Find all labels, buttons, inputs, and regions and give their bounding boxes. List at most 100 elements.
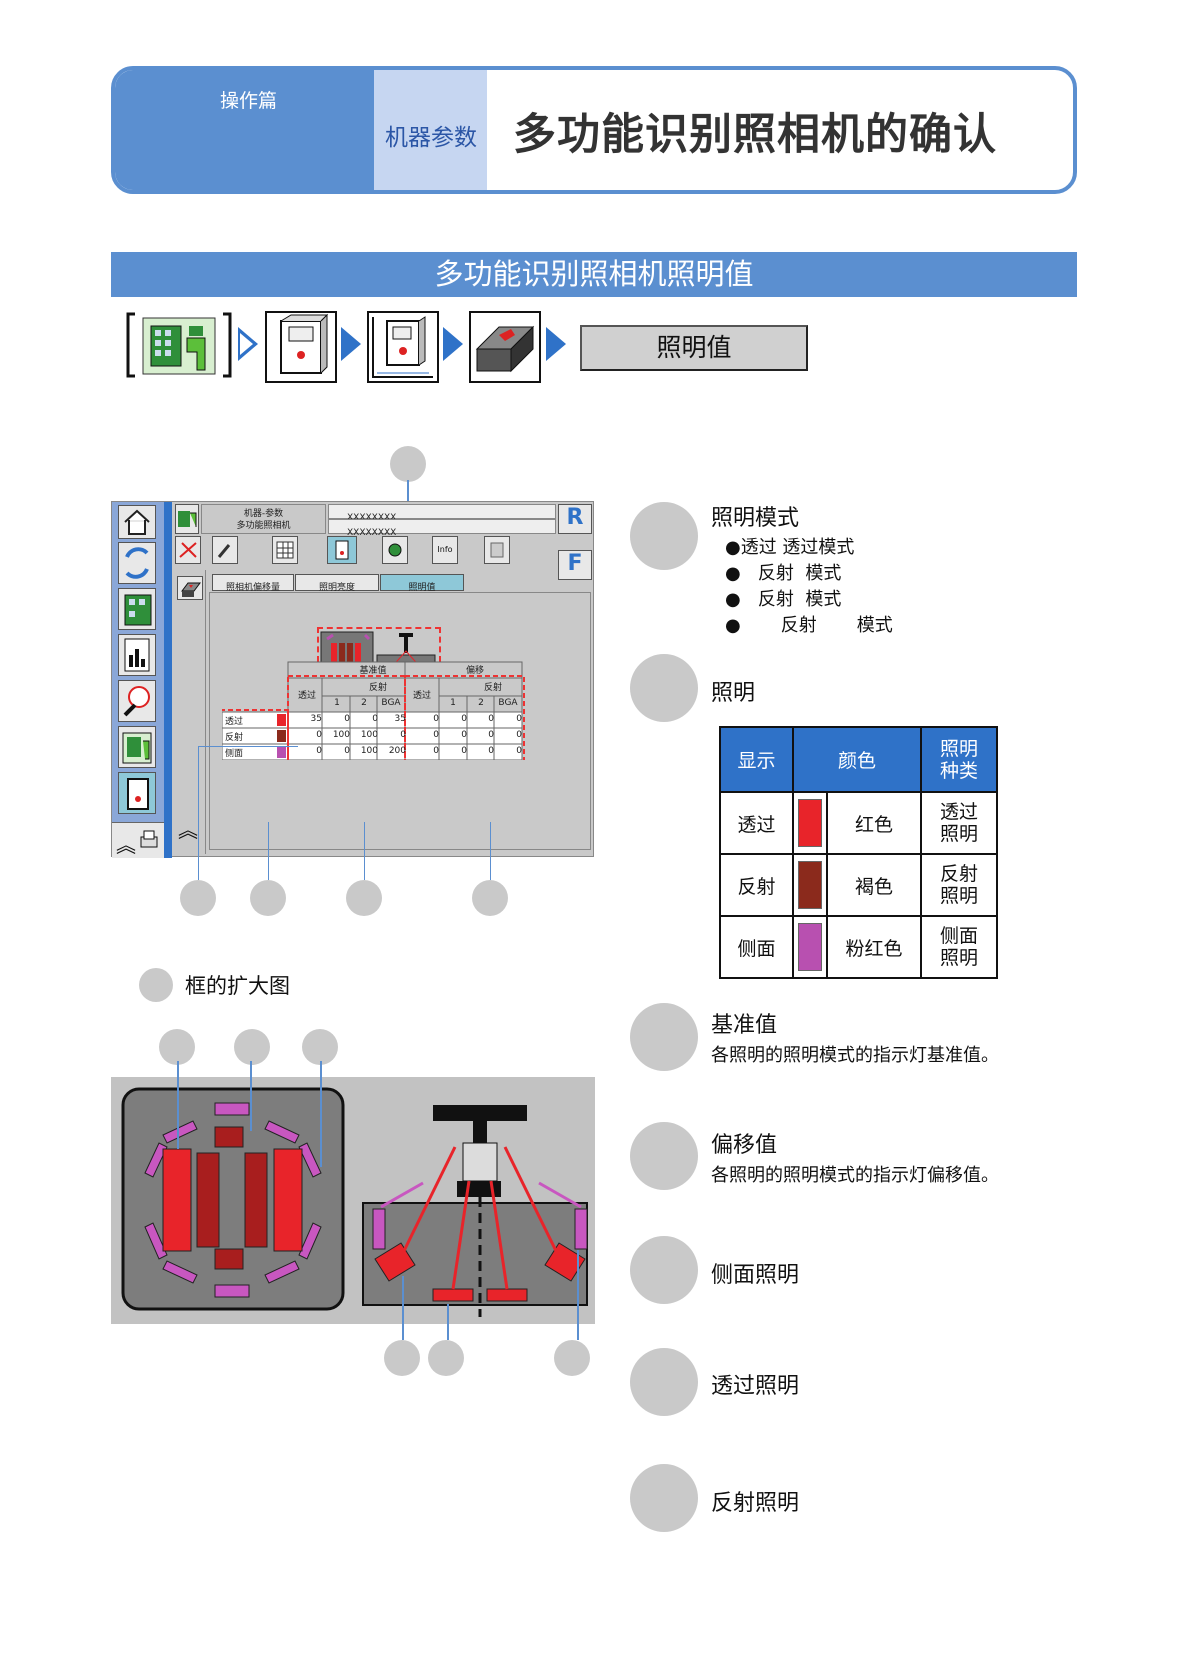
table-cell[interactable]: 35 xyxy=(394,714,406,724)
screen-info-line-2: XXXXXXXX xyxy=(328,519,556,538)
grid-icon[interactable] xyxy=(272,536,298,564)
table-row-label: 侧面 xyxy=(225,749,244,759)
page-header: 操作篇 机器参数 多功能识别照相机的确认 xyxy=(111,66,1077,194)
screen-content-area xyxy=(209,592,591,850)
delete-icon[interactable] xyxy=(175,536,201,564)
settings-icon[interactable] xyxy=(382,536,408,564)
lighting-value-button[interactable]: 照明值 xyxy=(580,325,808,371)
wrench-icon[interactable] xyxy=(212,536,238,564)
tab-camera-offset[interactable]: 照相机偏移量 xyxy=(212,574,294,593)
callout-marker xyxy=(302,1029,338,1065)
table-cell[interactable]: 0 xyxy=(488,730,494,740)
lighting-mode-item: ● 反射 模式 xyxy=(725,615,893,636)
table-cell[interactable]: 0 xyxy=(316,730,322,740)
scroll-up-icon[interactable]: ︽ xyxy=(178,818,198,842)
table-cell[interactable]: 0 xyxy=(488,714,494,724)
legend-header-type: 照明 种类 xyxy=(920,726,998,793)
table-cell[interactable]: 0 xyxy=(433,730,439,740)
table-cell[interactable]: 0 xyxy=(461,730,467,740)
table-cell[interactable]: 0 xyxy=(516,730,522,740)
brown-swatch xyxy=(798,861,822,909)
lighting-value-table xyxy=(222,661,525,760)
table-row-label: 透过 xyxy=(225,717,244,727)
table-cell[interactable]: 100 xyxy=(360,746,378,756)
parameter-icon xyxy=(126,312,232,378)
table-cell[interactable]: 100 xyxy=(360,730,378,740)
callout-marker xyxy=(390,446,426,482)
table-cell[interactable]: 0 xyxy=(516,714,522,724)
cycle-icon[interactable] xyxy=(118,542,156,584)
enlarge-caption: 框的扩大图 xyxy=(185,974,290,998)
parameter-icon[interactable] xyxy=(118,726,156,768)
callout-marker xyxy=(384,1340,420,1376)
table-cell[interactable]: 0 xyxy=(461,746,467,756)
callout-marker xyxy=(554,1340,590,1376)
table-header-reflect: 反射 xyxy=(368,683,387,693)
nav-machine-button[interactable] xyxy=(265,311,337,383)
legend-row: 透过 红色 透过照明 xyxy=(719,791,998,855)
lighting-title: 照明 xyxy=(711,681,756,706)
table-cell[interactable]: 0 xyxy=(433,714,439,724)
table-cell[interactable]: 35 xyxy=(310,714,322,724)
home-icon[interactable] xyxy=(118,505,156,539)
table-cell[interactable]: 0 xyxy=(488,746,494,756)
camera-icon[interactable] xyxy=(484,536,510,564)
report-icon[interactable] xyxy=(118,634,156,676)
parameter-icon xyxy=(175,504,199,534)
table-cell[interactable]: 100 xyxy=(332,730,350,740)
info-icon[interactable]: Info xyxy=(432,536,458,564)
header-category-label: 机器参数 xyxy=(385,125,477,151)
side-lighting-title: 侧面照明 xyxy=(711,1263,800,1288)
machine-icon[interactable] xyxy=(327,536,357,564)
machine-icon xyxy=(280,313,329,374)
lighting-mode-item: ● 反射 模式 xyxy=(725,589,842,610)
nav-parameter-button[interactable] xyxy=(125,312,233,378)
section-title-bar: 多功能识别照相机照明值 xyxy=(111,252,1077,297)
nav-recognition-camera-button[interactable] xyxy=(469,311,541,383)
table-cell[interactable]: 200 xyxy=(388,746,406,756)
lighting-legend-table: 显示 颜色 照明 种类 透过 红色 透过照明 反射 褐色 反射照明 侧面 粉红色… xyxy=(719,726,998,979)
table-cell[interactable]: 0 xyxy=(372,714,378,724)
table-cell[interactable]: 0 xyxy=(516,746,522,756)
table-cell[interactable]: 0 xyxy=(316,746,322,756)
table-header-offset: 偏移 xyxy=(465,666,484,676)
header-category-block xyxy=(374,70,487,190)
lighting-mode-title: 照明模式 xyxy=(711,506,800,531)
recognition-camera-icon[interactable] xyxy=(177,576,203,600)
camera-unit-icon xyxy=(372,316,433,378)
base-value-title: 基准值 xyxy=(711,1013,778,1038)
lighting-mode-item: ● 反射 模式 xyxy=(725,563,842,584)
nav-arrow-icon xyxy=(443,327,463,361)
machine-icon[interactable] xyxy=(118,772,156,814)
f-button[interactable]: F xyxy=(558,550,592,580)
tab-light-brightness[interactable]: 照明亮度 xyxy=(295,574,379,593)
base-value-desc: 各照明的照明模式的指示灯基准值。 xyxy=(711,1045,999,1066)
table-row-label: 反射 xyxy=(225,733,244,743)
callout-marker xyxy=(472,880,508,916)
board-icon[interactable] xyxy=(118,588,156,630)
callout-marker xyxy=(159,1029,195,1065)
legend-header-display: 显示 xyxy=(719,726,794,793)
legend-header-color: 颜色 xyxy=(792,726,922,793)
table-cell[interactable]: 0 xyxy=(344,746,350,756)
r-button[interactable]: R xyxy=(558,504,592,534)
printer-icon[interactable] xyxy=(138,827,160,851)
tab-light-value[interactable]: 照明值 xyxy=(380,574,464,593)
nav-arrow-icon xyxy=(546,327,566,361)
scroll-up-icon[interactable]: ︽ xyxy=(116,833,136,857)
table-cell[interactable]: 0 xyxy=(461,714,467,724)
item-marker xyxy=(630,502,698,570)
item-marker xyxy=(630,1464,698,1532)
legend-row: 侧面 粉红色 侧面照明 xyxy=(719,915,998,979)
callout-marker xyxy=(234,1029,270,1065)
table-header-trans: 透过 xyxy=(412,691,431,701)
pink-swatch xyxy=(798,923,822,971)
maintenance-clock-icon[interactable] xyxy=(118,680,156,722)
item-marker xyxy=(630,1348,698,1416)
table-cell[interactable]: 0 xyxy=(344,714,350,724)
nav-camera-unit-button[interactable] xyxy=(367,311,439,383)
offset-value-desc: 各照明的照明模式的指示灯偏移值。 xyxy=(711,1165,999,1186)
screen-header-title: 机器-参数 多功能照相机 xyxy=(201,504,326,534)
table-cell[interactable]: 0 xyxy=(400,730,406,740)
table-cell[interactable]: 0 xyxy=(433,746,439,756)
